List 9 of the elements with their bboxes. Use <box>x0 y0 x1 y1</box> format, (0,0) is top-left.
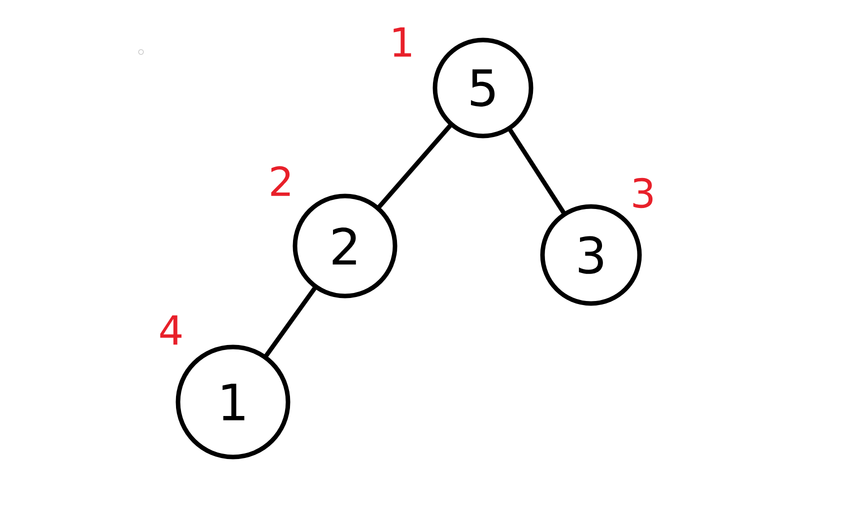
node-number: 4 <box>160 315 182 345</box>
tree-edge <box>264 286 317 358</box>
node-number: 1 <box>394 27 412 57</box>
tree-edge <box>377 124 452 209</box>
node-number: 2 <box>271 166 290 196</box>
tree-node: 5 <box>432 38 534 138</box>
tree-node: 2 <box>292 194 398 298</box>
tree-edge <box>508 128 566 215</box>
tree-node: 1 <box>176 344 290 460</box>
